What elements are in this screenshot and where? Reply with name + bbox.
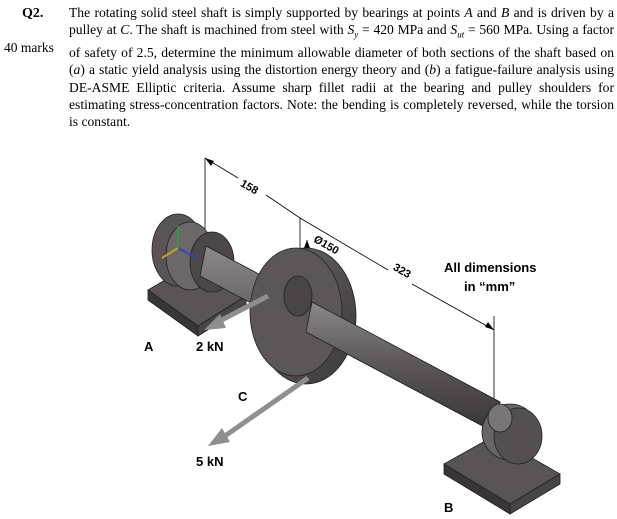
axis-triad-icon (161, 226, 197, 259)
pulley-label-c: C (238, 389, 248, 404)
support-label-a: A (144, 339, 154, 354)
dim-158-label: 158 (238, 178, 260, 198)
dimension-arrowhead (485, 322, 494, 330)
text-var-ib: b (429, 62, 437, 78)
force-label-2kn: 2 kN (196, 339, 223, 354)
text-var-ia: a (73, 62, 81, 78)
question-marks: 40 marks (4, 40, 54, 55)
shaft-figure: 158 Ø150 323 All dimensions in “mm” A 2 … (144, 157, 561, 515)
text-part: The rotating solid steel shaft is simply… (69, 5, 465, 20)
text-var-sut: S (450, 22, 458, 38)
text-var-sy: S (347, 22, 355, 38)
force-label-5kn: 5 kN (196, 454, 223, 469)
pulley-c (249, 247, 357, 385)
question-number: Q2. (22, 6, 44, 21)
text-sub-y: y (354, 29, 359, 40)
text-part: . The shaft is machined from steel with (129, 22, 348, 38)
text-var-c: C (120, 22, 130, 38)
text-part: and (472, 5, 502, 20)
support-label-b: B (444, 500, 453, 515)
force-arrow-2kn (204, 293, 270, 330)
text-var-a: A (464, 5, 473, 20)
dimension-arrowhead (205, 158, 214, 166)
text-sub-ut: ut (457, 29, 465, 40)
text-var-b: B (501, 5, 510, 20)
dimension-arrowhead (304, 240, 310, 248)
question-text: The rotating solid steel shaft is simply… (69, 4, 614, 130)
text-part: ) a fatigue-failure analysis using DE-AS… (69, 62, 614, 129)
text-part: ) a static yield analysis using the dist… (80, 62, 430, 78)
dim-323-label: 323 (391, 261, 413, 281)
text-part: = 420 MPa and (358, 22, 451, 38)
text-part: = 560 MPa. Using a factor of safety of 2… (69, 22, 615, 78)
text-part: and is driven by a pulley at (69, 5, 614, 38)
bearing-b (443, 403, 561, 515)
dimensions-note-line2: in “mm” (464, 279, 515, 294)
dimensions-note-line1: All dimensions (444, 260, 536, 275)
force-arrow-5kn (208, 375, 310, 446)
